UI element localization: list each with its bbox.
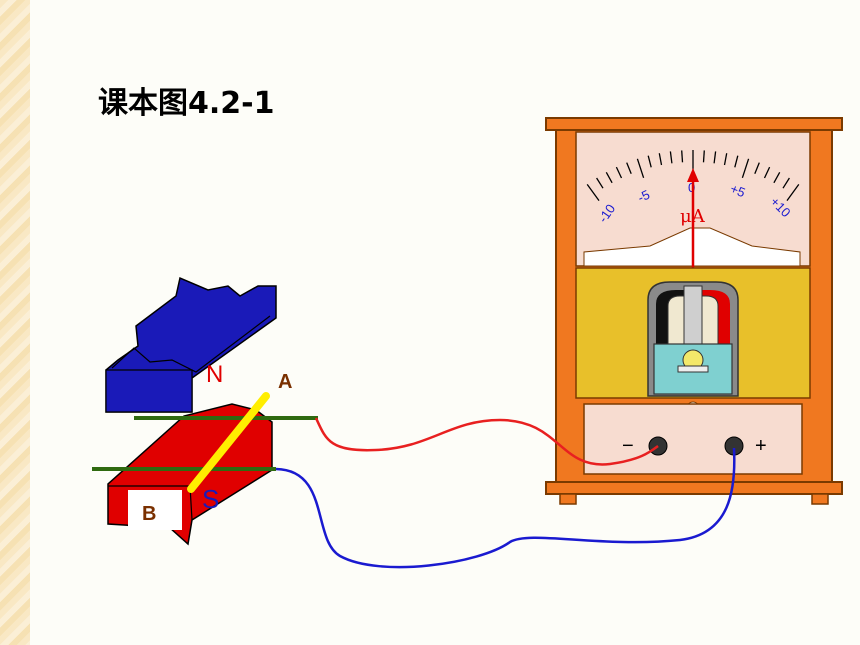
minus-terminal-label: −	[622, 435, 634, 457]
scale-tick	[754, 162, 760, 175]
scale-tick	[713, 151, 717, 164]
scale-tick	[773, 171, 781, 184]
scale-tick	[734, 155, 739, 168]
page-title: 课本图4.2-1	[98, 86, 275, 121]
scale-label-zero: 0	[688, 180, 695, 195]
meter-scale-ticks	[586, 150, 800, 201]
scale-tick	[586, 184, 600, 201]
scale-tick	[681, 150, 684, 163]
meter-top-cap	[545, 117, 843, 131]
scale-tick	[615, 166, 623, 179]
scale-tick	[702, 150, 705, 163]
meter-bottom-base	[545, 481, 843, 495]
meter-spring	[677, 365, 709, 373]
scale-tick	[741, 158, 750, 179]
conductor-rod-ab	[187, 392, 270, 493]
end-a-label: A	[278, 371, 292, 393]
scale-tick	[647, 155, 652, 168]
scale-tick	[763, 166, 771, 179]
red-wire	[314, 417, 659, 466]
scale-tick	[723, 153, 728, 166]
scale-tick	[658, 153, 663, 166]
scale-tick	[786, 184, 800, 201]
meter-needle-tip	[687, 168, 699, 182]
scale-tick	[605, 171, 613, 184]
plus-terminal-label: +	[755, 435, 767, 457]
north-label: N	[206, 361, 223, 388]
left-decor-strip	[0, 0, 30, 645]
meter-foot-right	[811, 493, 829, 505]
scale-label-plus5: +5	[728, 181, 747, 200]
end-b-label: B	[142, 503, 156, 525]
meter-foot-left	[559, 493, 577, 505]
scale-label-minus5: -5	[635, 187, 652, 205]
scale-tick	[596, 177, 604, 189]
scale-tick	[636, 158, 645, 179]
blue-wire	[275, 447, 736, 569]
north-pole-front	[105, 369, 193, 413]
scale-tick	[782, 177, 790, 189]
end-b-box	[128, 490, 182, 530]
galvanometer: -10 -5 0 +5 +10 μA − +	[545, 117, 843, 505]
scale-tick	[626, 162, 632, 175]
south-label: S	[202, 484, 219, 514]
scale-tick	[669, 151, 673, 164]
